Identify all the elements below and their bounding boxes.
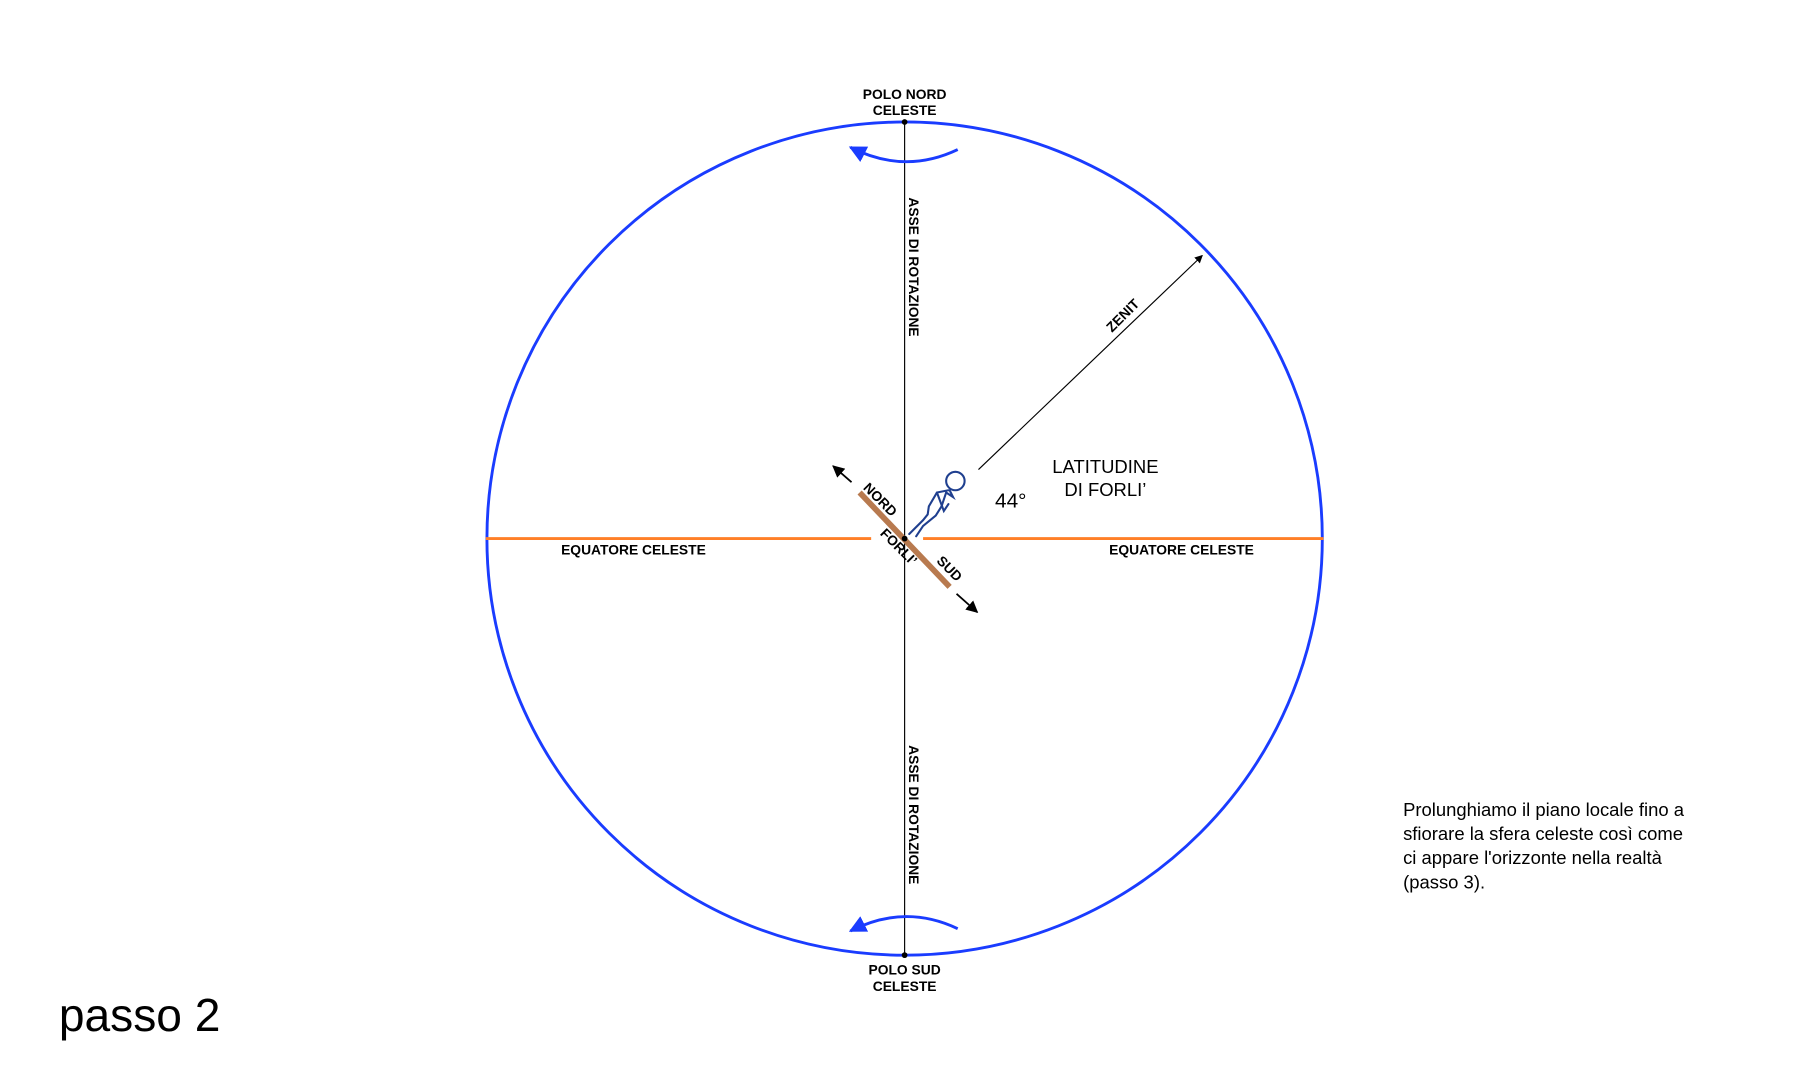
note-line-1: Prolunghiamo il piano locale fino a (1403, 799, 1685, 820)
north-pole-label-line1: POLO NORD (863, 86, 947, 102)
latitude-value: 44° (995, 490, 1026, 513)
axis-label-bottom: ASSE DI ROTAZIONE (906, 745, 922, 884)
equator-label-right: EQUATORE CELESTE (1109, 542, 1254, 558)
step-title: passo 2 (59, 989, 221, 1041)
note-line-4: (passo 3). (1403, 871, 1485, 892)
axis-label-top: ASSE DI ROTAZIONE (906, 197, 922, 336)
north-pole-dot (901, 119, 908, 125)
north-arrow (832, 465, 853, 483)
forli-dot (901, 535, 908, 542)
sud-label: SUD (934, 552, 966, 584)
south-pole-dot (901, 952, 908, 959)
note-line-3: ci appare l'orizzonte nella realtà (1403, 847, 1663, 868)
latitude-label-line1: LATITUDINE (1052, 456, 1158, 477)
equator-label-left: EQUATORE CELESTE (561, 542, 706, 558)
south-arrow (955, 593, 979, 614)
north-pole-label-line2: CELESTE (873, 102, 937, 118)
rotation-arrow-bottom-icon (848, 915, 959, 933)
latitude-label-line2: DI FORLI’ (1064, 479, 1146, 500)
zenith-arrow (978, 254, 1203, 470)
south-pole-label-line1: POLO SUD (868, 962, 940, 978)
south-pole-label-line2: CELESTE (873, 978, 937, 994)
observer-figure-icon (908, 470, 966, 538)
rotation-arrow-top-icon (848, 146, 959, 164)
zenith-label: ZENIT (1103, 295, 1143, 335)
note-line-2: sfiorare la sfera celeste così come (1403, 823, 1683, 844)
